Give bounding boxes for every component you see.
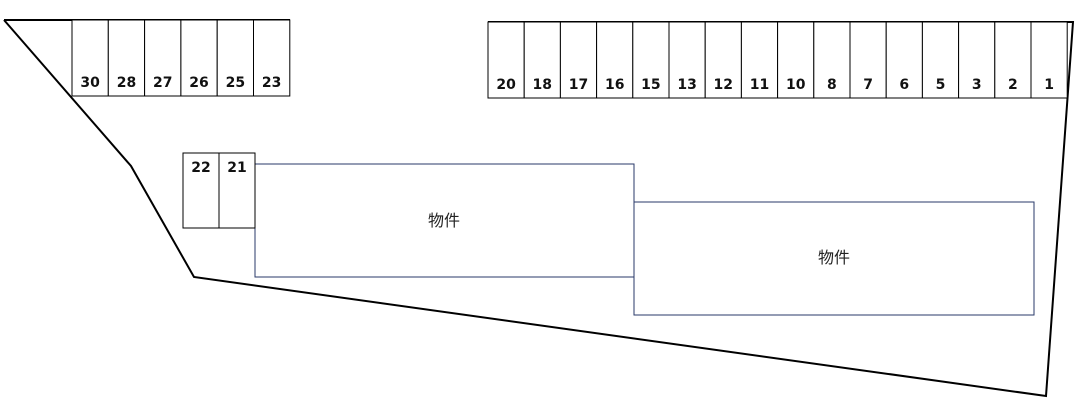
parking-space: 10: [777, 21, 815, 99]
parking-space-outline: [107, 19, 146, 97]
parking-space-outline: [144, 19, 182, 97]
parking-space-outline: [1030, 21, 1068, 99]
parking-row-top-left: 30 28 27 26 25 23: [71, 19, 291, 97]
parking-space-outline: [994, 21, 1032, 99]
parking-space-number: 25: [226, 75, 245, 91]
parking-space-outline: [71, 19, 109, 97]
parking-space: 27: [144, 19, 182, 97]
parking-space: 26: [180, 19, 218, 97]
building-b: [633, 201, 1035, 316]
parking-space-outline: [182, 152, 220, 229]
parking-space-outline: [487, 21, 525, 99]
building-b-label: 物件: [818, 248, 850, 267]
parking-space-number: 16: [605, 77, 624, 93]
parking-space-outline: [632, 21, 670, 99]
parking-space-outline: [668, 21, 706, 99]
parking-space-outline: [777, 21, 815, 99]
parking-space-outline: [704, 21, 742, 99]
parking-space: 20: [487, 21, 525, 99]
parking-space: 18: [523, 21, 561, 99]
building-a: [254, 163, 635, 278]
parking-space-number: 3: [972, 77, 982, 93]
parking-space-outline: [596, 21, 634, 99]
parking-space-outline: [559, 21, 598, 99]
parking-space-number: 28: [117, 75, 136, 91]
parking-space: 16: [596, 21, 634, 99]
building-a-label: 物件: [428, 211, 460, 230]
parking-space-outline: [180, 19, 218, 97]
parking-row-top-right: 20 18 17 16 15 13 12 11 10 8 7 6 5 3 2 1: [487, 21, 1068, 99]
parking-space: 6: [885, 21, 923, 99]
parking-space: 21: [218, 152, 256, 229]
parking-space-number: 22: [191, 160, 210, 176]
parking-space-number: 6: [899, 77, 909, 93]
parking-space-number: 20: [496, 77, 516, 93]
parking-space: 23: [253, 19, 291, 97]
parking-space-outline: [740, 21, 779, 99]
parking-space-number: 23: [262, 75, 281, 91]
parking-space-number: 8: [827, 77, 837, 93]
parking-space-number: 27: [153, 75, 172, 91]
parking-space-number: 7: [863, 77, 873, 93]
parking-space-outline: [523, 21, 561, 99]
parking-space-outline: [253, 19, 291, 97]
parking-space-outline: [218, 152, 256, 229]
parking-space-number: 18: [533, 77, 552, 93]
parking-space: 11: [740, 21, 779, 99]
parking-space-number: 2: [1008, 77, 1018, 93]
parking-space-outline: [958, 21, 996, 99]
parking-space: 8: [813, 21, 851, 99]
parking-space: 15: [632, 21, 670, 99]
parking-space-outline: [849, 21, 887, 99]
parking-row-middle: 22 21: [182, 152, 256, 229]
parking-space-number: 17: [569, 77, 588, 93]
parking-space-number: 30: [80, 75, 100, 91]
parking-space: 30: [71, 19, 109, 97]
parking-space-number: 12: [714, 77, 733, 93]
parking-space: 1: [1030, 21, 1068, 99]
parking-space-number: 26: [189, 75, 208, 91]
parking-space-number: 11: [750, 77, 769, 93]
parking-space: 17: [559, 21, 598, 99]
parking-space: 28: [107, 19, 146, 97]
parking-space: 12: [704, 21, 742, 99]
parking-space: 7: [849, 21, 887, 99]
parking-space: 3: [958, 21, 996, 99]
parking-space: 13: [668, 21, 706, 99]
parking-space: 22: [182, 152, 220, 229]
parking-space-number: 10: [786, 77, 806, 93]
parking-space-number: 13: [677, 77, 696, 93]
parking-space-outline: [921, 21, 960, 99]
parking-space-outline: [813, 21, 851, 99]
parking-space: 25: [216, 19, 254, 97]
parking-space: 2: [994, 21, 1032, 99]
parking-space: 5: [921, 21, 960, 99]
parking-space-number: 1: [1044, 77, 1054, 93]
parking-space-number: 21: [227, 160, 246, 176]
parking-space-number: 15: [641, 77, 660, 93]
parking-space-number: 5: [936, 77, 946, 93]
